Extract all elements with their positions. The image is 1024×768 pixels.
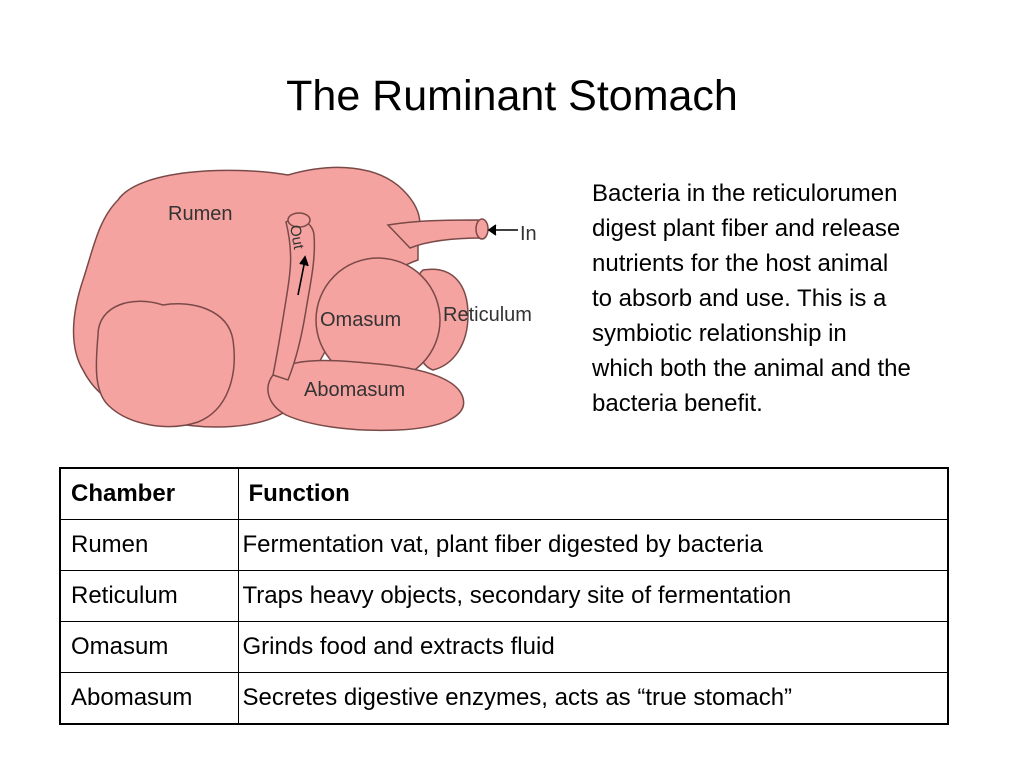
cell-chamber: Abomasum: [59, 672, 239, 725]
out-arrow: [297, 259, 306, 296]
page-title: The Ruminant Stomach: [286, 72, 738, 120]
arrows: [297, 224, 518, 296]
abomasum-shape: [267, 359, 465, 432]
abomasum-label: Abomasum: [304, 379, 405, 401]
omasum-label: Omasum: [320, 309, 401, 331]
table-row: Reticulum Traps heavy objects, secondary…: [59, 570, 949, 622]
cell-chamber: Omasum: [59, 621, 239, 673]
out-label: Out: [286, 224, 307, 252]
cell-function: Traps heavy objects, secondary site of f…: [237, 570, 949, 622]
table-row: Rumen Fermentation vat, plant fiber dige…: [59, 519, 949, 571]
rumen-label: Rumen: [168, 203, 232, 225]
stomach-shapes: [72, 166, 489, 432]
cell-chamber: Reticulum: [59, 570, 239, 622]
cell-function: Grinds food and extracts fluid: [237, 621, 949, 673]
header-function: Function: [237, 467, 949, 520]
table-row: Abomasum Secretes digestive enzymes, act…: [59, 672, 949, 725]
outlet-opening-shape: [287, 212, 311, 228]
in-label: In: [520, 223, 537, 245]
table-header-row: Chamber Function: [59, 467, 949, 520]
cell-function: Secretes digestive enzymes, acts as “tru…: [237, 672, 949, 725]
esophagus-opening-shape: [475, 218, 489, 240]
reticulum-label: Reticulum: [443, 304, 532, 326]
description-text: Bacteria in the reticulorumen digest pla…: [592, 180, 911, 417]
chamber-function-table: Chamber Function Rumen Fermentation vat,…: [59, 467, 949, 725]
stomach-illustration: Rumen In Out Omasum Reticulum Abomasum: [72, 166, 537, 432]
header-chamber: Chamber: [59, 467, 239, 520]
cell-chamber: Rumen: [59, 519, 239, 571]
out-arrowhead: [299, 255, 309, 267]
stomach-diagram: Rumen In Out Omasum Reticulum Abomasum: [58, 160, 558, 440]
table-row: Omasum Grinds food and extracts fluid: [59, 621, 949, 673]
in-arrowhead: [487, 224, 497, 236]
cell-function: Fermentation vat, plant fiber digested b…: [237, 519, 949, 571]
rumen-lower-lobe-shape: [95, 300, 235, 428]
